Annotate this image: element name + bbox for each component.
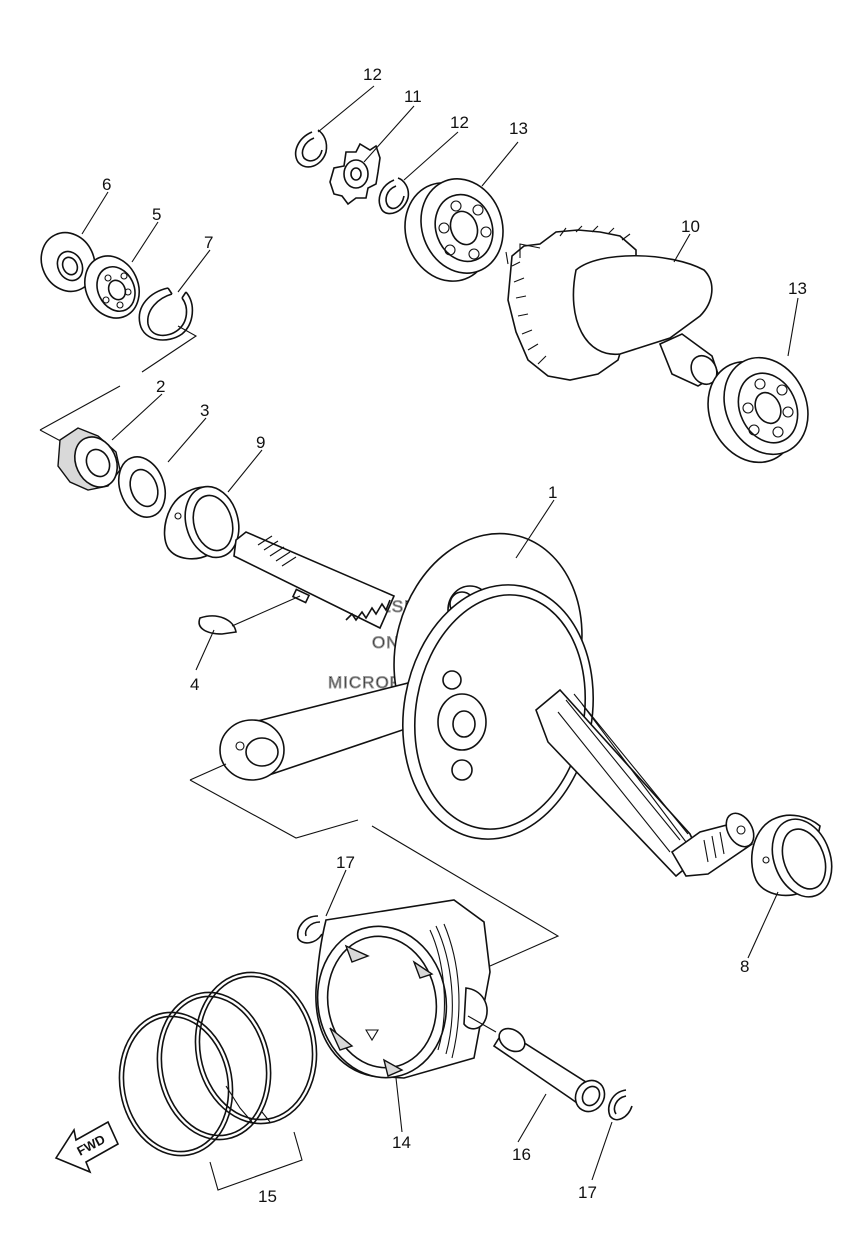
callout-16: 16: [512, 1145, 531, 1164]
leader-lines: [81, 85, 799, 1181]
callout-6: 6: [102, 175, 111, 194]
part-17-clip-lower[interactable]: [608, 1089, 633, 1121]
alignment-line-rod-piston: [189, 763, 560, 967]
part-7-circlip[interactable]: [138, 287, 194, 341]
part-13-bearing-upper[interactable]: [391, 167, 516, 293]
part-13-bearing-lower[interactable]: [692, 344, 823, 477]
callout-5: 5: [152, 205, 161, 224]
part-9-collar[interactable]: [163, 480, 247, 563]
part-10-balancer-shaft[interactable]: [505, 225, 722, 389]
part-5-bearing[interactable]: [75, 247, 149, 327]
part-4-woodruff-key[interactable]: [198, 595, 301, 635]
callout-15: 15: [258, 1187, 277, 1206]
callout-14: 14: [392, 1133, 411, 1152]
callout-10: 10: [681, 217, 700, 236]
part-11-gear[interactable]: [329, 142, 381, 206]
part-8-collar[interactable]: [751, 811, 842, 905]
callout-17: 17: [578, 1183, 597, 1202]
part-15-piston-ring-set[interactable]: [108, 963, 328, 1191]
callout-11: 11: [404, 87, 422, 106]
callout-4: 4: [190, 675, 199, 694]
part-17-clip-upper[interactable]: [296, 915, 323, 944]
callout-12: 12: [450, 113, 469, 132]
callout-12: 12: [363, 65, 382, 84]
alignment-line-pin: [467, 1015, 497, 1033]
part-14-piston[interactable]: [306, 899, 491, 1088]
callout-13: 13: [788, 279, 807, 298]
callout-8: 8: [740, 957, 749, 976]
fwd-arrow-icon: FWD: [54, 1120, 120, 1174]
part-3-washer[interactable]: [111, 450, 174, 523]
callout-17: 17: [336, 853, 355, 872]
callout-9: 9: [256, 433, 265, 452]
callout-7: 7: [204, 233, 213, 252]
part-12-circlip-upper[interactable]: [294, 129, 328, 168]
part-2-nut[interactable]: [57, 427, 125, 494]
group-bracket-upper: [39, 325, 198, 431]
part-12-circlip-lower[interactable]: [378, 177, 410, 215]
callout-13: 13: [509, 119, 528, 138]
callout-3: 3: [200, 401, 209, 420]
callout-2: 2: [156, 377, 165, 396]
part-6-oil-seal[interactable]: [32, 224, 104, 300]
callout-1: 1: [548, 483, 557, 502]
callouts: 12 11 12 13 10 13 6 5 7 2 3 9 1 4 8 17 1…: [102, 65, 807, 1206]
part-16-piston-pin[interactable]: [492, 1024, 610, 1117]
part-1-crankshaft[interactable]: [219, 512, 759, 878]
